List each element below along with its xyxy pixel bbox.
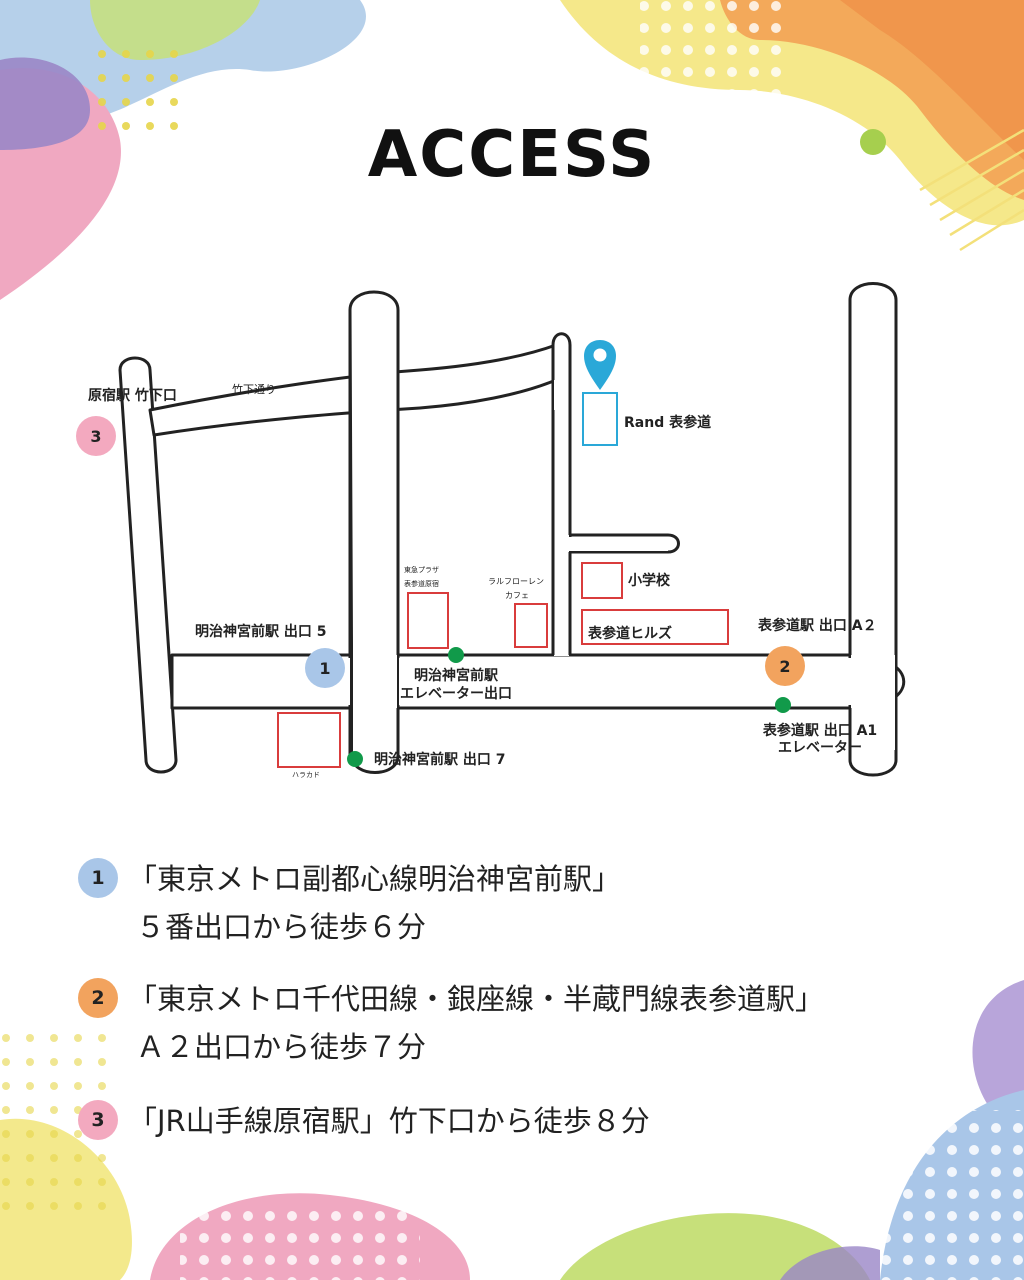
station-dot-a1: [775, 697, 791, 713]
marker-2-label: 2: [779, 657, 790, 676]
route-line-1b: ５番出口から徒歩６分: [136, 910, 427, 944]
a1-label-1: 表参道駅 出口 A1: [762, 722, 877, 739]
school-label: 小学校: [628, 572, 671, 589]
a1-label-2: エレベーター: [778, 740, 862, 756]
harakado-label: ハラカド: [292, 771, 320, 779]
marker-3-label: 3: [90, 427, 101, 446]
station-dot-exit7: [347, 751, 363, 767]
route-line-3a: 「JR山手線原宿駅」竹下口から徒歩８分: [128, 1104, 650, 1138]
building-rand: [582, 392, 618, 446]
marker-3: [76, 416, 116, 456]
ralph-label-2: カフェ: [505, 591, 529, 600]
building-school: [581, 562, 623, 599]
location-pin-icon: [584, 340, 616, 390]
route-number-1: 1: [78, 858, 118, 898]
marker-1: [305, 648, 345, 688]
route-number-2: 2: [78, 978, 118, 1018]
tokyu-label-1: 東急プラザ: [404, 565, 439, 574]
street-label: 竹下通り: [232, 382, 276, 396]
tokyu-label-2: 表参道原宿: [404, 579, 439, 588]
route-line-1a: 「東京メトロ副都心線明治神宮前駅」: [128, 862, 622, 896]
route-number-3: 3: [78, 1100, 118, 1140]
ralph-label-1: ラルフローレン: [488, 577, 544, 586]
a2-label: 表参道駅 出口 A２: [757, 617, 877, 634]
exit5-label: 明治神宮前駅 出口 5: [195, 623, 327, 640]
building-ralph-cafe: [514, 603, 548, 648]
rand-label: Rand 表参道: [624, 414, 711, 431]
marker-2: [765, 646, 805, 686]
elevator-label-1: 明治神宮前駅: [414, 667, 499, 684]
route-line-2b: Ａ２出口から徒歩７分: [136, 1030, 427, 1064]
station-dot-elevator: [448, 647, 464, 663]
building-tokyu-plaza: [407, 592, 449, 649]
page-title: ACCESS: [367, 118, 657, 192]
building-omotesando-hills: [581, 609, 729, 645]
elevator-label-2: エレベーター出口: [400, 685, 512, 702]
building-harakado: [277, 712, 341, 768]
hills-label: 表参道ヒルズ: [587, 625, 672, 642]
road-west: [118, 356, 178, 774]
harajuku-label: 原宿駅 竹下口: [88, 387, 177, 404]
route-line-2a: 「東京メトロ千代田線・銀座線・半蔵門線表参道駅」: [128, 982, 825, 1016]
exit7-label: 明治神宮前駅 出口 7: [374, 751, 506, 768]
marker-1-label: 1: [319, 659, 330, 678]
